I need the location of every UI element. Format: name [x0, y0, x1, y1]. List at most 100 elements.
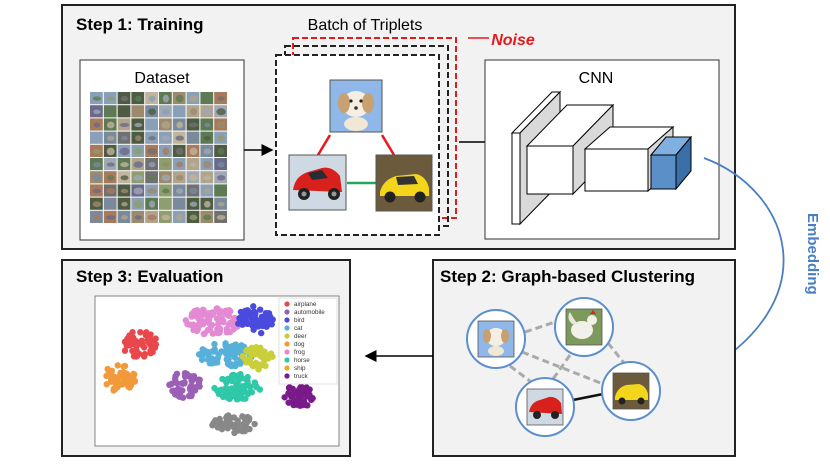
tsne-point-airplane — [140, 344, 148, 351]
tsne-point-frog — [200, 330, 208, 338]
tsne-point-airplane — [121, 347, 129, 354]
tsne-point-frog — [220, 318, 227, 326]
graph-edges — [509, 320, 626, 402]
legend-label-horse: horse — [294, 357, 310, 364]
dataset-thumbnail-object — [204, 200, 211, 208]
tsne-point-bird — [266, 320, 273, 328]
graph-node-rooster — [554, 297, 614, 357]
dataset-thumbnail-object — [203, 175, 212, 181]
dataset-thumbnail-object — [161, 162, 171, 167]
dataset-image-grid — [90, 92, 227, 223]
triplets-label: Batch of Triplets — [308, 17, 423, 34]
dataset-thumbnail-object — [204, 122, 211, 128]
edge-anchor-negative — [316, 134, 332, 156]
dataset-thumbnail-object — [161, 121, 171, 129]
tsne-point-automobile — [174, 392, 181, 399]
noise-label: Noise — [491, 32, 535, 49]
legend-label-ship: ship — [294, 365, 306, 372]
dataset-thumbnail-object — [147, 188, 157, 194]
tsne-point-bird — [259, 318, 267, 325]
tsne-point-frog — [214, 321, 222, 328]
triplet-dog-image — [329, 79, 383, 133]
tsne-point-airplane — [138, 337, 146, 344]
dataset-thumbnail-object — [217, 96, 225, 101]
tsne-point-cat — [214, 354, 221, 362]
tsne-point-frog — [198, 316, 205, 324]
dataset-thumbnail-object — [133, 187, 144, 195]
dataset-thumbnail-object — [175, 175, 184, 181]
dataset-label: Dataset — [134, 70, 190, 87]
tsne-point-ship — [216, 418, 224, 426]
tsne-point-bird — [244, 307, 251, 314]
tsne-point-truck — [281, 394, 288, 401]
dataset-thumbnail-object — [105, 108, 116, 115]
dataset-thumbnail-object — [92, 201, 102, 208]
tsne-point-bird — [256, 306, 264, 313]
tsne-point-deer — [260, 354, 267, 361]
tsne-point-bird — [262, 309, 270, 317]
dataset-thumbnail-object — [106, 201, 115, 208]
dataset-thumbnail-object — [176, 121, 184, 129]
dataset-thumbnail-object — [133, 147, 143, 155]
dataset-box: Dataset — [79, 59, 245, 241]
dataset-thumbnail-object — [217, 187, 226, 195]
legend-marker-horse — [284, 357, 290, 363]
dataset-thumbnail-object — [148, 95, 156, 102]
tsne-point-ship — [209, 422, 216, 429]
dataset-thumbnail-object — [93, 122, 100, 128]
legend-label-bird: bird — [294, 317, 305, 324]
tsne-point-deer — [262, 362, 269, 370]
tsne-point-deer — [267, 351, 275, 358]
legend-marker-ship — [284, 365, 290, 371]
tsne-point-airplane — [133, 352, 141, 360]
dataset-thumbnail-object — [120, 96, 129, 102]
cnn-box: CNN — [484, 59, 720, 240]
dataset-thumbnail-object — [148, 161, 156, 168]
dataset-thumbnail-object — [120, 188, 129, 194]
dataset-thumbnail-object — [175, 135, 184, 141]
tsne-point-frog — [225, 312, 233, 320]
dataset-thumbnail-object — [119, 147, 130, 156]
tsne-point-automobile — [191, 387, 199, 394]
dataset-thumbnail-object — [106, 187, 116, 195]
tsne-point-horse — [215, 388, 222, 395]
tsne-point-cat — [231, 354, 239, 361]
legend-marker-truck — [284, 373, 290, 379]
dataset-thumbnail-object — [202, 95, 213, 102]
legend-label-dog: dog — [294, 341, 305, 348]
dataset-thumbnail-object — [148, 175, 156, 180]
graph-node-red-car — [515, 377, 575, 437]
tsne-point-horse — [219, 375, 226, 383]
tsne-point-truck — [309, 395, 316, 402]
dataset-thumbnail-object — [203, 148, 212, 155]
dataset-thumbnail-object — [189, 214, 198, 221]
tsne-point-airplane — [152, 335, 159, 342]
tsne-point-airplane — [127, 337, 134, 344]
dataset-thumbnail-object — [120, 108, 129, 116]
legend-marker-cat — [284, 325, 290, 331]
dataset-thumbnail-object — [107, 175, 115, 181]
legend-label-cat: cat — [294, 325, 303, 332]
tsne-point-automobile — [188, 391, 195, 399]
tsne-point-ship — [214, 424, 221, 431]
dataset-thumbnail-object — [162, 108, 170, 115]
dataset-thumbnail-object — [106, 121, 115, 129]
dataset-thumbnail-object — [92, 96, 102, 101]
dataset-thumbnail-object — [120, 162, 129, 168]
dataset-thumbnail-object — [93, 214, 101, 221]
tsne-point-automobile — [168, 380, 175, 388]
graph-node-yellow-car — [601, 361, 661, 421]
tsne-point-ship — [240, 420, 247, 428]
tsne-point-deer — [239, 353, 246, 360]
tsne-point-ship — [239, 413, 246, 420]
dataset-thumbnail-object — [216, 214, 226, 220]
tsne-point-truck — [295, 386, 303, 393]
dataset-thumbnail-object — [147, 148, 158, 155]
dataset-thumbnail-object — [134, 215, 142, 220]
tsne-point-truck — [291, 389, 298, 397]
tsne-point-cat — [228, 361, 236, 368]
dataset-thumbnail-object — [190, 108, 197, 116]
dataset-thumbnail-object — [216, 121, 226, 129]
tsne-point-dog — [107, 377, 115, 384]
tsne-point-ship — [251, 420, 258, 428]
